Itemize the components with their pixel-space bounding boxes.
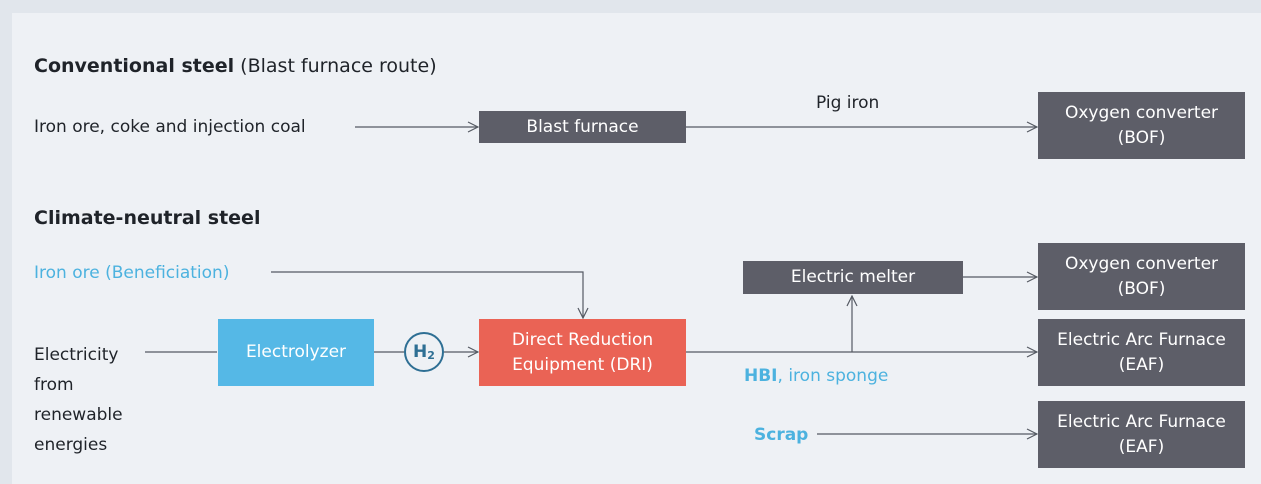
- hbi-label: HBI, iron sponge: [744, 366, 889, 386]
- electrolyzer-box: Electrolyzer: [218, 319, 374, 386]
- iron-ore-beneficiation-label: Iron ore (Beneficiation): [34, 263, 230, 283]
- eaf-box-2: Electric Arc Furnace (EAF): [1038, 401, 1245, 468]
- bof-box-climate: Oxygen converter (BOF): [1038, 243, 1245, 310]
- dri-box: Direct Reduction Equipment (DRI): [479, 319, 686, 386]
- arrow-iron-ore-to-dri: [271, 271, 583, 318]
- conventional-heading: Conventional steel (Blast furnace route): [34, 55, 437, 77]
- climate-neutral-heading: Climate-neutral steel: [34, 207, 261, 229]
- electricity-label: Electricity from renewable energies: [34, 345, 123, 455]
- electric-melter-box: Electric melter: [743, 261, 963, 294]
- conventional-input-label: Iron ore, coke and injection coal: [34, 117, 306, 137]
- scrap-label: Scrap: [754, 425, 809, 445]
- pig-iron-label: Pig iron: [816, 93, 880, 113]
- blast-furnace-box: Blast furnace: [479, 111, 686, 143]
- eaf-box-1: Electric Arc Furnace (EAF): [1038, 319, 1245, 386]
- bof-box-conventional: Oxygen converter (BOF): [1038, 92, 1245, 159]
